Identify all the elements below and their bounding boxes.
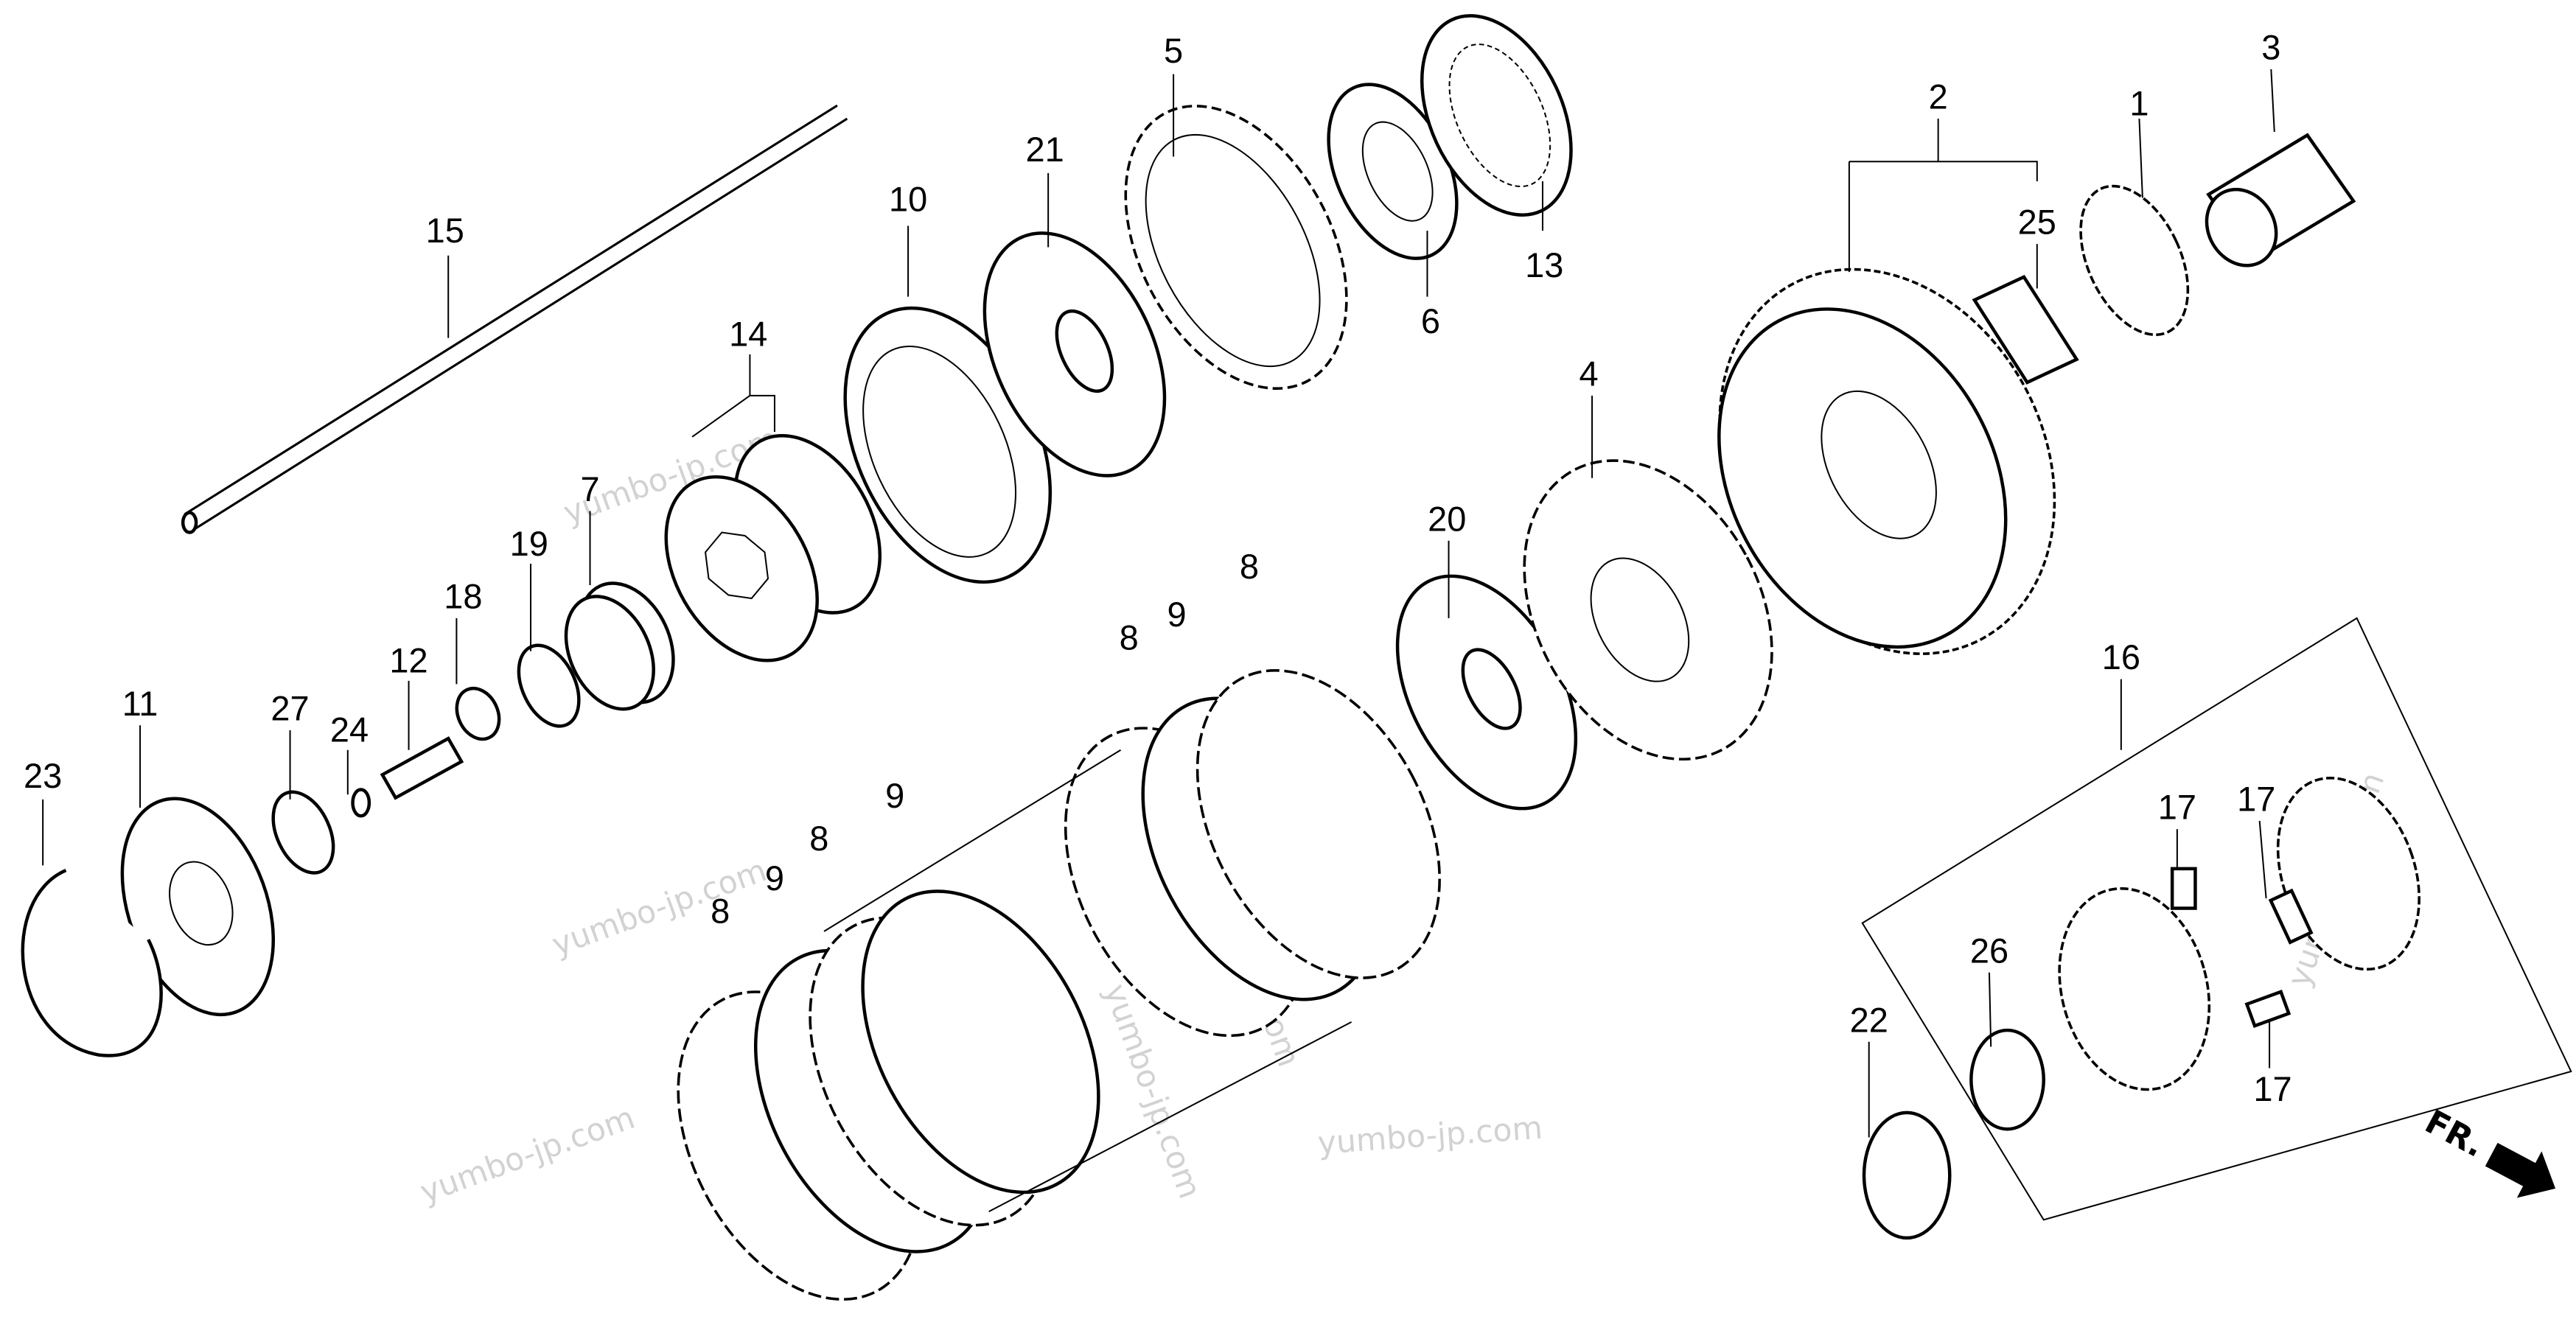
callout-6: 6 — [1421, 301, 1440, 340]
pack-guide-line — [988, 1021, 1352, 1213]
callout-10: 10 — [889, 179, 927, 218]
part-3-collar — [2205, 133, 2356, 267]
callout-24: 24 — [330, 710, 369, 749]
callout-7: 7 — [580, 469, 599, 508]
callout-8: 8 — [711, 892, 730, 931]
callout-9: 9 — [1167, 595, 1187, 634]
callout-1: 1 — [2129, 84, 2149, 123]
part-16-group-box — [1861, 617, 2572, 1221]
watermark: yumbo-jp.com — [1316, 1111, 1543, 1162]
callout-4: 4 — [1580, 354, 1599, 393]
callout-9: 9 — [885, 776, 904, 815]
callout-21: 21 — [1026, 130, 1064, 169]
part-21-washer — [982, 231, 1167, 478]
callout-13: 13 — [1525, 245, 1563, 284]
part-26-clip — [1969, 1028, 2045, 1131]
part-23-snap-ring — [21, 869, 163, 1057]
part-15-pushrod — [181, 104, 848, 534]
part-16-components — [1862, 776, 2420, 1240]
callout-3: 3 — [2261, 28, 2280, 67]
front-direction-marker: FR. — [2419, 1102, 2556, 1198]
callout-19: 19 — [510, 524, 548, 563]
clutch-pack-front — [677, 889, 1100, 1301]
callout-11: 11 — [122, 684, 158, 723]
part-14-plates — [664, 433, 882, 662]
watermark: yumbo-jp.com — [548, 853, 772, 964]
callout-14: 14 — [729, 315, 767, 354]
part-27-bearing — [271, 790, 335, 875]
part-7-lifter — [564, 581, 675, 711]
callout-25: 25 — [2018, 203, 2056, 242]
part-25-needle-bearing — [1972, 274, 2079, 385]
part-12-piece — [380, 736, 464, 800]
callouts: 1 2 3 4 5 6 7 8 8 8 8 9 9 9 9 10 11 12 1… — [24, 28, 2292, 1109]
callout-27: 27 — [270, 689, 309, 728]
callout-17: 17 — [2237, 780, 2275, 819]
callout-5: 5 — [1164, 31, 1183, 70]
pack-guide-line — [823, 749, 1122, 932]
callout-23: 23 — [24, 756, 62, 795]
callout-18: 18 — [444, 576, 482, 615]
callout-20: 20 — [1428, 499, 1466, 538]
callout-22: 22 — [1850, 1000, 1888, 1039]
callout-8: 8 — [1120, 618, 1139, 657]
callout-17: 17 — [2253, 1069, 2291, 1108]
part-1-gear — [2079, 184, 2190, 337]
part-24-clip — [351, 788, 371, 818]
leader-lines — [42, 69, 2275, 1138]
callout-2: 2 — [1929, 77, 1948, 116]
callout-8: 8 — [1240, 547, 1259, 586]
callout-15: 15 — [426, 211, 464, 250]
part-2-clutch-outer — [1717, 267, 2056, 655]
callout-8: 8 — [809, 819, 828, 858]
callout-12: 12 — [389, 641, 427, 680]
part-4-clutch-hub — [1523, 459, 1773, 761]
clutch-pack-rear — [1064, 669, 1441, 1038]
callout-16: 16 — [2102, 637, 2140, 676]
callout-26: 26 — [1970, 931, 2008, 970]
callout-9: 9 — [765, 858, 784, 898]
callout-17: 17 — [2158, 788, 2196, 827]
part-18-nut — [455, 686, 501, 741]
part-13-bearing — [1420, 14, 1573, 217]
part-22-collar — [1862, 1111, 1952, 1240]
watermark: yumbo-jp.com — [416, 1100, 640, 1211]
front-arrow-icon — [2485, 1142, 2556, 1198]
